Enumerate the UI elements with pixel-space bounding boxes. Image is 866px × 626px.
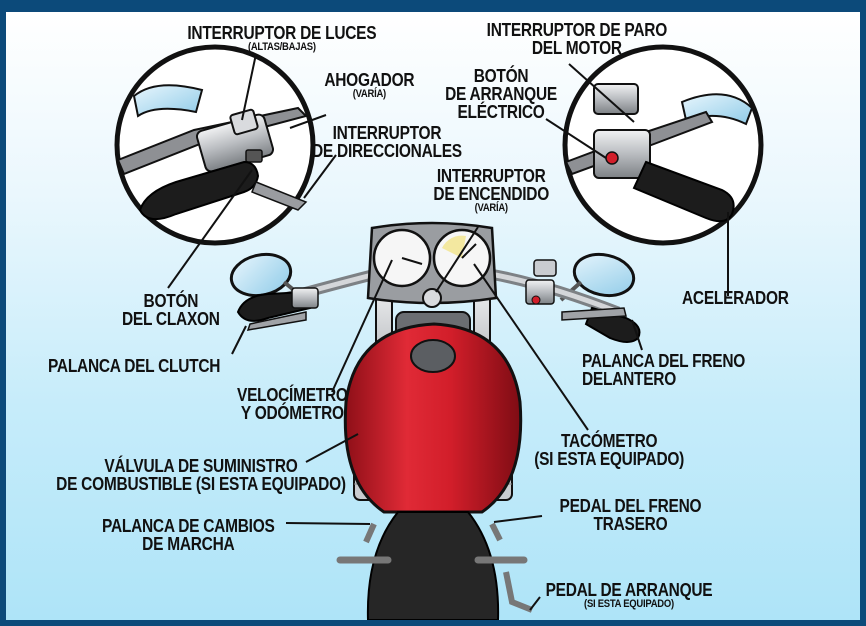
label-line: BOTÓN [143, 291, 199, 311]
label-note: (VARÍA) [352, 88, 386, 100]
label-line: DEL CLAXON [121, 309, 220, 329]
label-line: ELÉCTRICO [457, 102, 545, 122]
label-ahogador: AHOGADOR (VARÍA) [324, 71, 414, 100]
label-interruptor-luces: INTERRUPTOR DE LUCES (ALTAS/BAJAS) [187, 24, 376, 53]
label-note: (SI ESTA EQUIPADO) [584, 598, 674, 610]
label-line: AHOGADOR [324, 70, 415, 90]
label-line: DE DIRECCIONALES [312, 141, 462, 161]
label-interruptor-direccionales: INTERRUPTOR DE DIRECCIONALES [312, 124, 462, 160]
label-line: INTERRUPTOR DE LUCES [187, 23, 377, 43]
label-line: DE ENCENDIDO [433, 184, 550, 204]
label-line: VELOCÍMETRO [237, 385, 348, 405]
label-line: INTERRUPTOR [332, 123, 442, 143]
leader-lines [167, 53, 729, 611]
label-line: PALANCA DEL FRENO [582, 351, 746, 371]
label-acelerador: ACELERADOR [682, 289, 789, 307]
label-line: TACÓMETRO [560, 431, 658, 451]
label-line: PALANCA DEL CLUTCH [48, 356, 221, 376]
label-line: ACELERADOR [682, 288, 789, 308]
label-velocimetro: VELOCÍMETRO Y ODÓMETRO [237, 386, 348, 422]
label-pedal-freno-trasero: PEDAL DEL FRENO TRASERO [560, 497, 702, 533]
label-pedal-arranque: PEDAL DE ARRANQUE (SI ESTA EQUIPADO) [546, 581, 713, 610]
label-line: DE MARCHA [142, 534, 235, 554]
label-line: DEL MOTOR [531, 38, 622, 58]
label-line: TRASERO [593, 514, 668, 534]
label-note: (ALTAS/BAJAS) [247, 41, 316, 53]
label-valvula-combustible: VÁLVULA DE SUMINISTRO DE COMBUSTIBLE (SI… [56, 457, 346, 493]
motorcycle-illustration [114, 44, 764, 620]
label-note: (VARÍA) [474, 202, 508, 214]
label-line: DE COMBUSTIBLE (SI ESTA EQUIPADO) [56, 474, 346, 494]
label-interruptor-encendido: INTERRUPTOR DE ENCENDIDO (VARÍA) [433, 167, 549, 214]
label-line: BOTÓN [473, 66, 529, 86]
label-palanca-freno-delantero: PALANCA DEL FRENO DELANTERO [582, 352, 745, 388]
diagram-frame [6, 12, 860, 620]
label-line: (SI ESTA EQUIPADO) [534, 449, 685, 469]
instrument-cluster [366, 221, 498, 308]
seat [336, 511, 534, 620]
label-line: INTERRUPTOR DE PARO [486, 20, 668, 40]
label-boton-arranque-electrico: BOTÓN DE ARRANQUE ELÉCTRICO [445, 67, 557, 121]
fuel-tank [343, 322, 523, 514]
label-line: VÁLVULA DE SUMINISTRO [104, 456, 299, 476]
label-line: Y ODÓMETRO [240, 403, 344, 423]
label-interruptor-paro: INTERRUPTOR DE PARO DEL MOTOR [486, 20, 668, 58]
right-control-zoom [562, 44, 764, 246]
label-palanca-clutch: PALANCA DEL CLUTCH [48, 357, 220, 375]
label-boton-claxon: BOTÓN DEL CLAXON [122, 292, 220, 328]
left-control-zoom [114, 44, 316, 246]
label-line: PEDAL DEL FRENO [559, 496, 702, 516]
label-line: INTERRUPTOR [436, 166, 546, 186]
label-line: DELANTERO [582, 369, 677, 389]
label-line: PALANCA DE CAMBIOS [102, 516, 275, 536]
label-line: DE ARRANQUE [445, 84, 557, 104]
label-palanca-cambios: PALANCA DE CAMBIOS DE MARCHA [102, 517, 275, 553]
top-bar [0, 0, 866, 12]
label-tacometro: TACÓMETRO (SI ESTA EQUIPADO) [534, 432, 684, 468]
label-line: PEDAL DE ARRANQUE [545, 580, 713, 600]
